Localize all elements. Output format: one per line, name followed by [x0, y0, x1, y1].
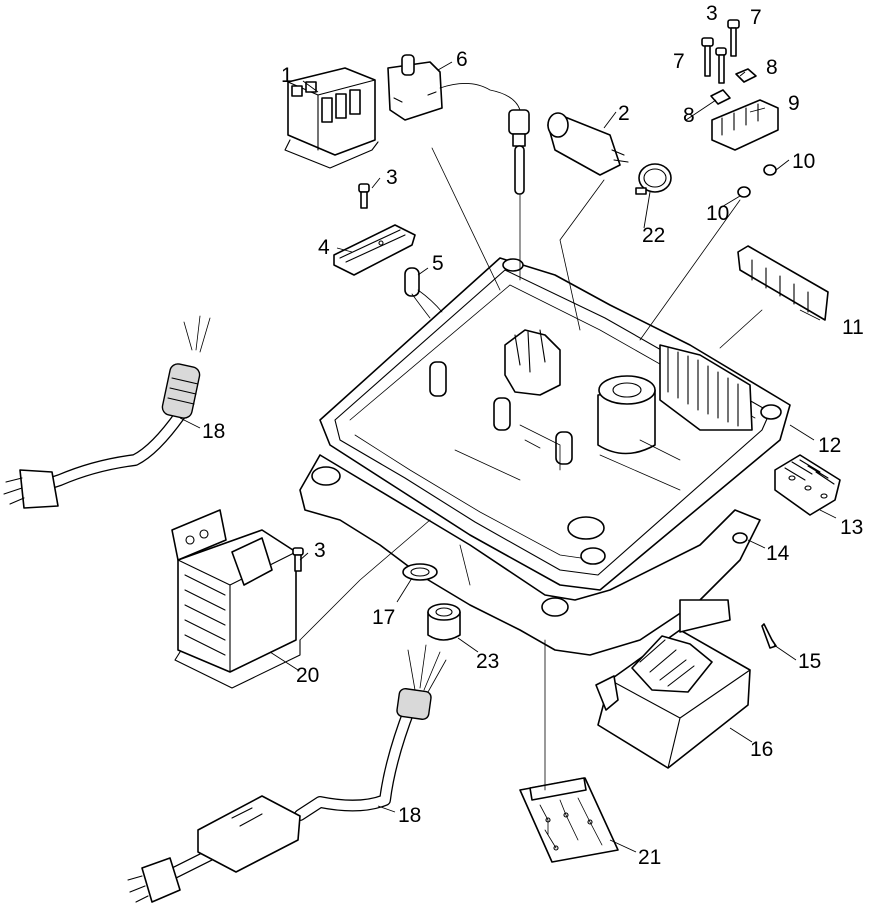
screw-15: [761, 623, 777, 649]
callout-1: 1: [281, 64, 293, 87]
capacitor: [547, 112, 629, 176]
callout-5: 5: [432, 252, 444, 275]
callout-7: 7: [673, 50, 685, 73]
callout-6: 6: [456, 48, 468, 71]
screw-7-right: [727, 19, 740, 57]
callout-numbers: 1 2 3 3 3 4 5 6 7 7 8 8 9 10 10 11 12 13…: [202, 2, 864, 869]
callout-22: 22: [642, 224, 665, 247]
ballast: [595, 599, 751, 769]
callout-8: 8: [766, 56, 778, 79]
callout-17: 17: [372, 606, 395, 629]
callout-20: 20: [296, 664, 319, 687]
housing: [299, 257, 791, 656]
standoff: [429, 361, 447, 397]
callout-9: 9: [788, 92, 800, 115]
mounting-ear: [502, 258, 524, 272]
callout-16: 16: [750, 738, 773, 761]
power-cord-lower: [127, 644, 447, 903]
callout-8: 8: [683, 104, 695, 127]
mounting-ear: [541, 597, 569, 617]
power-cord-upper: [3, 315, 211, 509]
mounting-ear: [580, 547, 606, 565]
contactor: [284, 67, 379, 169]
transformer: [171, 509, 301, 689]
callout-21: 21: [638, 846, 661, 869]
nut-14: [732, 532, 748, 544]
mounting-ear: [311, 466, 341, 486]
screw-3-right: [715, 47, 727, 84]
din-rail: [333, 224, 416, 276]
callout-23: 23: [476, 650, 499, 673]
timer-switch: [387, 54, 521, 121]
callout-15: 15: [798, 650, 821, 673]
callout-3: 3: [314, 539, 326, 562]
callout-10: 10: [706, 202, 729, 225]
callout-2: 2: [618, 102, 630, 125]
callout-11: 11: [842, 316, 864, 339]
strain-relief-nut: [427, 603, 461, 641]
sensor-probe: [508, 109, 530, 195]
screw-7-left: [701, 37, 714, 77]
callout-7: 7: [750, 6, 762, 29]
thermal-fuse: [404, 267, 443, 319]
screw-3-transformer: [292, 547, 304, 572]
hose-clamp: [635, 163, 672, 195]
callout-4: 4: [318, 236, 330, 259]
circuit-board: [519, 777, 619, 863]
leader-lines: [179, 61, 837, 853]
callout-3: 3: [706, 2, 718, 25]
screw-3-top: [358, 183, 370, 209]
terminal-block-9: [711, 99, 779, 151]
callout-3: 3: [386, 166, 398, 189]
standoff: [493, 397, 511, 431]
bushing: [402, 563, 438, 581]
callout-14: 14: [766, 542, 790, 565]
standoff: [555, 431, 573, 465]
terminal-strip: [774, 454, 841, 516]
nut-10: [737, 164, 777, 198]
mounting-ear: [760, 404, 782, 420]
terminal-cover: [737, 245, 829, 321]
callout-18: 18: [398, 804, 421, 827]
callout-18: 18: [202, 420, 225, 443]
callout-13: 13: [840, 516, 863, 539]
callout-12: 12: [818, 434, 841, 457]
nut-8: [710, 68, 757, 105]
callout-10: 10: [792, 150, 815, 173]
